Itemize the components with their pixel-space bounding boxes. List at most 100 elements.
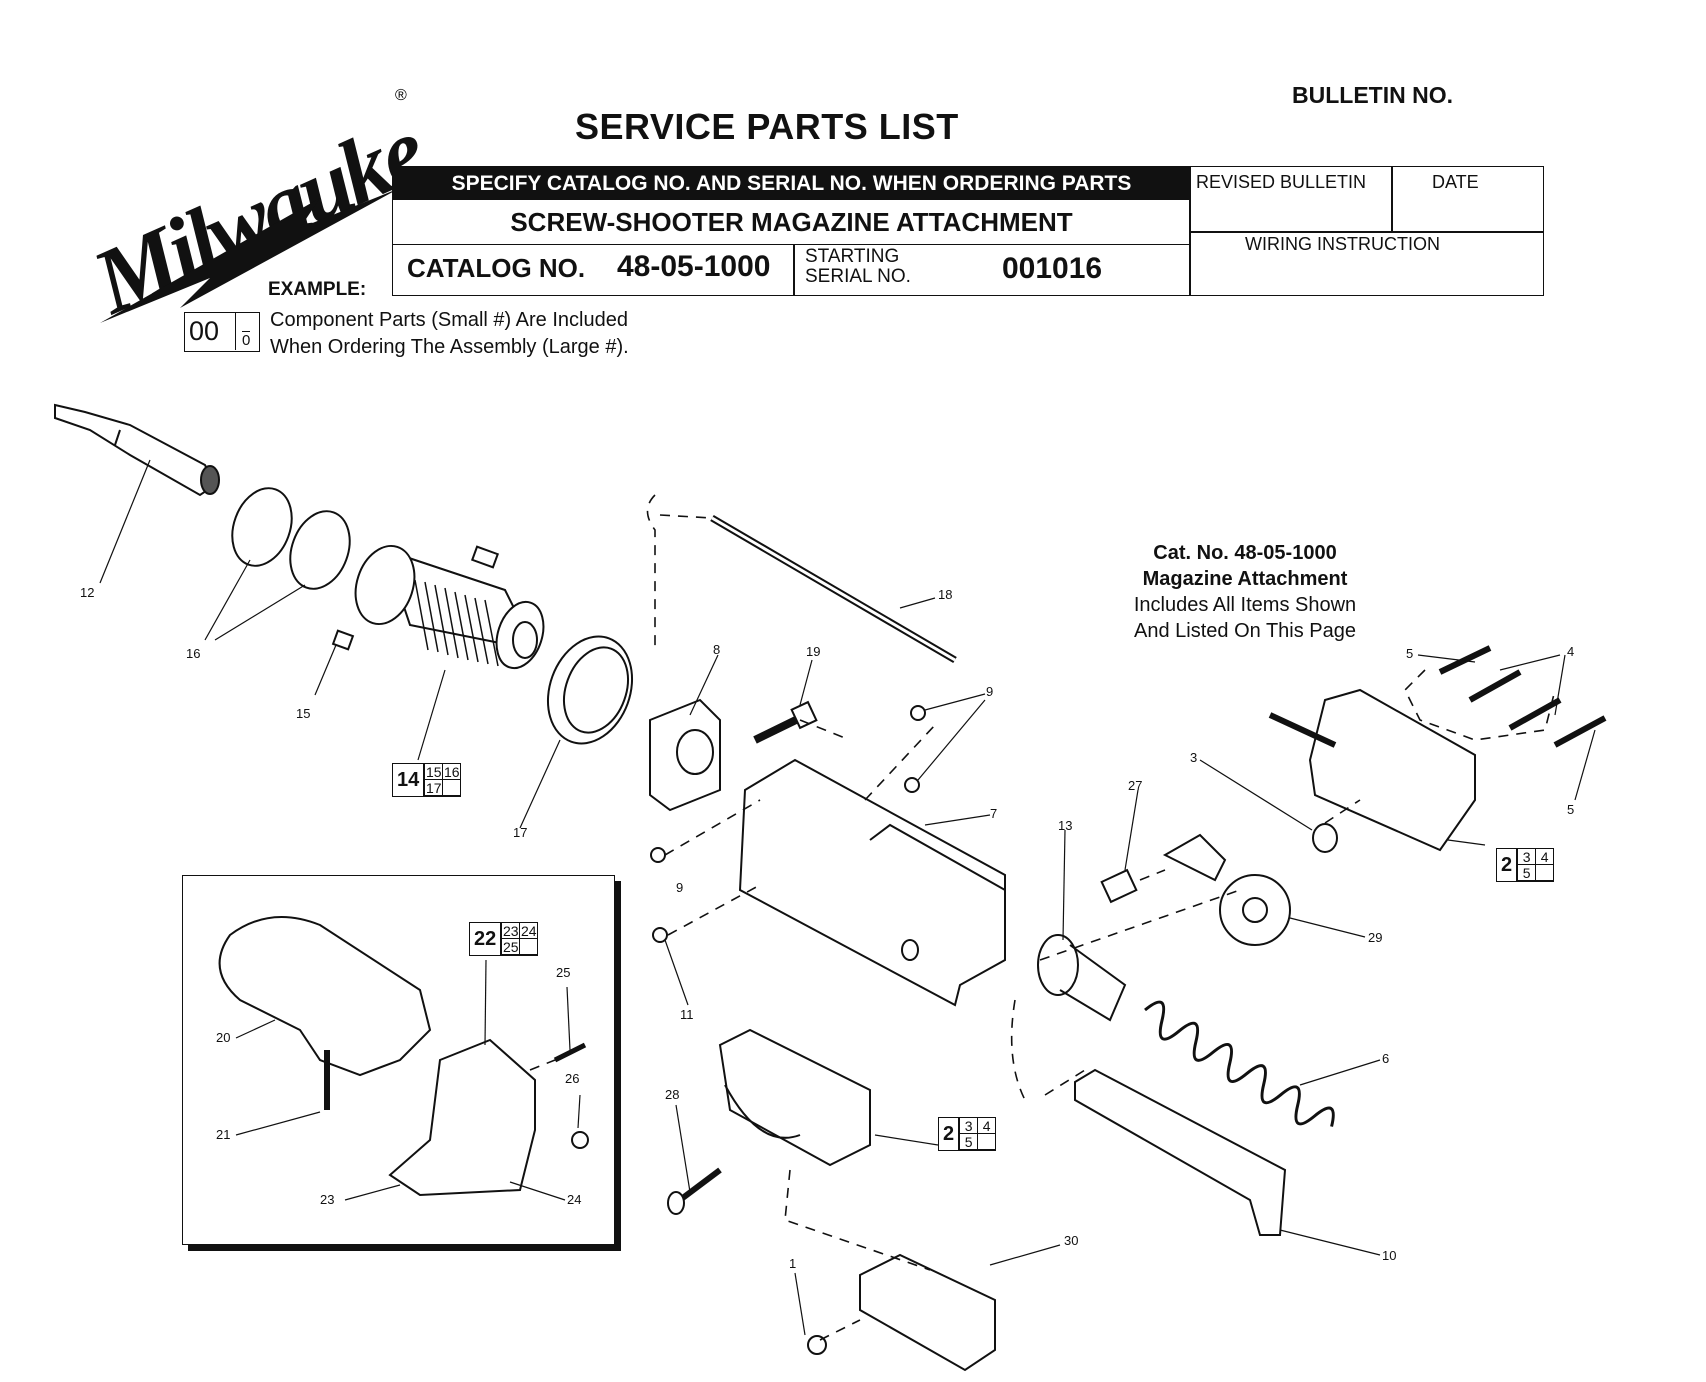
callout-21: 21 (216, 1127, 231, 1142)
table-divider (793, 245, 795, 296)
component-number: 17 (424, 780, 443, 796)
callout-8: 8 (713, 642, 721, 657)
component-number (519, 939, 538, 955)
catalog-info-line-2: Magazine Attachment (1142, 568, 1348, 590)
starting-serial-label: STARTING SERIAL NO. (805, 247, 911, 287)
example-text: Component Parts (Small #) Are Included W… (270, 307, 629, 361)
bulletin-label: BULLETIN NO. (1292, 82, 1453, 108)
spacer-part-3 (1312, 823, 1338, 853)
milwaukee-logo: Milwaukee ® (77, 83, 420, 328)
component-number (1535, 865, 1554, 881)
screws-part-4-5 (1438, 645, 1607, 748)
slide-part-30 (859, 1253, 996, 1372)
assembly-number: 14 (393, 764, 425, 796)
serial-label: SERIAL NO. (805, 266, 911, 287)
spring-part-6 (1144, 1000, 1335, 1127)
callout-28: 28 (665, 1087, 680, 1102)
assembly-number: 22 (470, 923, 502, 955)
callout-24: 24 (567, 1192, 582, 1207)
callout-23: 23 (320, 1192, 335, 1207)
table-divider (1189, 231, 1544, 233)
callout-30: 30 (1064, 1233, 1079, 1248)
callout-17: 17 (513, 825, 528, 840)
callout-4: 4 (1567, 644, 1575, 659)
driver-bit-part-18 (710, 514, 957, 664)
callout-19: 19 (806, 644, 821, 659)
bushing-part-13 (1037, 934, 1127, 1022)
o-ring-part-16 (289, 510, 351, 590)
assembly-ref-22: 22 23 24 25 (469, 922, 539, 956)
example-box: 00 0 (184, 312, 260, 352)
callout-11: 11 (680, 1007, 694, 1022)
catalog-label: CATALOG NO. (407, 253, 586, 283)
starting-label: STARTING (805, 246, 900, 267)
callout-25: 25 (556, 965, 571, 980)
o-ring-part-16 (231, 487, 293, 567)
lock-ring-part-17 (546, 635, 634, 745)
callout-26: 26 (565, 1071, 580, 1086)
assembly-number: 2 (939, 1118, 960, 1150)
ratchet-part-29 (1162, 833, 1291, 946)
example-label: EXAMPLE: (268, 279, 367, 300)
serial-number: 001016 (1002, 252, 1103, 285)
catalog-info-line-1: Cat. No. 48-05-1000 (1153, 542, 1337, 564)
wiring-instruction-label: WIRING INSTRUCTION (1245, 234, 1440, 254)
component-number: 5 (959, 1134, 978, 1150)
set-screw-part (470, 545, 500, 569)
callout-27: 27 (1128, 778, 1143, 793)
component-number: 25 (501, 939, 520, 955)
nose-piece-part-2-lower (718, 1028, 871, 1167)
callout-20: 20 (216, 1030, 231, 1045)
callout-16: 16 (186, 646, 201, 661)
trigger-housing-part-22 (388, 1038, 536, 1197)
housing-part-14 (354, 544, 545, 670)
table-divider (1391, 166, 1393, 232)
component-number: 23 (501, 923, 520, 939)
catalog-info-line-3: Includes All Items Shown (1133, 594, 1357, 616)
callout-9: 9 (986, 684, 994, 699)
registered-mark: ® (395, 87, 407, 104)
component-number: 5 (1517, 865, 1536, 881)
assembly-ref-2-lower: 2 3 4 5 (938, 1117, 997, 1151)
screw-part-11 (652, 927, 668, 943)
component-number: 15 (424, 764, 443, 780)
component-number: 4 (977, 1118, 996, 1134)
example-big-number: 00 (189, 316, 220, 346)
catalog-info-line-4: And Listed On This Page (1134, 620, 1356, 642)
component-number: 3 (959, 1118, 978, 1134)
bit-holder-part-12 (54, 403, 220, 497)
specify-notice: SPECIFY CATALOG NO. AND SERIAL NO. WHEN … (393, 167, 1190, 200)
catalog-info: Cat. No. 48-05-1000 Magazine Attachment … (1080, 540, 1410, 644)
example-line-2: When Ordering The Assembly (Large #). (270, 336, 629, 358)
screw-part-9 (650, 705, 926, 863)
magazine-body-part-7 (738, 758, 1006, 1007)
screw-part-26 (571, 1131, 589, 1149)
callout-10: 10 (1382, 1248, 1397, 1263)
callout-15: 15 (296, 706, 311, 721)
component-number: 24 (519, 923, 538, 939)
component-number: 16 (442, 764, 461, 780)
screw-part-25 (553, 1042, 587, 1063)
assembly-ref-14: 14 15 16 17 (392, 763, 462, 797)
callout-13: 13 (1058, 818, 1073, 833)
component-number (442, 780, 461, 796)
component-number: 4 (1535, 849, 1554, 865)
screw-part-27 (1100, 868, 1138, 904)
component-number: 3 (1517, 849, 1536, 865)
assembly-number: 2 (1497, 849, 1518, 881)
assembly-ref-2-upper: 2 3 4 5 (1496, 848, 1555, 882)
pin-part-28 (667, 1167, 722, 1215)
callout-18: 18 (938, 587, 953, 602)
date-label: DATE (1432, 172, 1479, 192)
callout-7: 7 (990, 806, 998, 821)
example-small-number: 0 (242, 331, 251, 349)
callout-3: 3 (1190, 750, 1198, 765)
handle-part-20 (218, 916, 432, 1077)
revised-bulletin-label: REVISED BULLETIN (1196, 172, 1367, 192)
set-screw-part-15 (331, 629, 355, 651)
screw-part-19 (753, 700, 818, 744)
callout-6: 6 (1382, 1051, 1390, 1066)
product-name: SCREW-SHOOTER MAGAZINE ATTACHMENT (393, 201, 1190, 245)
callout-5: 5 (1567, 802, 1575, 817)
